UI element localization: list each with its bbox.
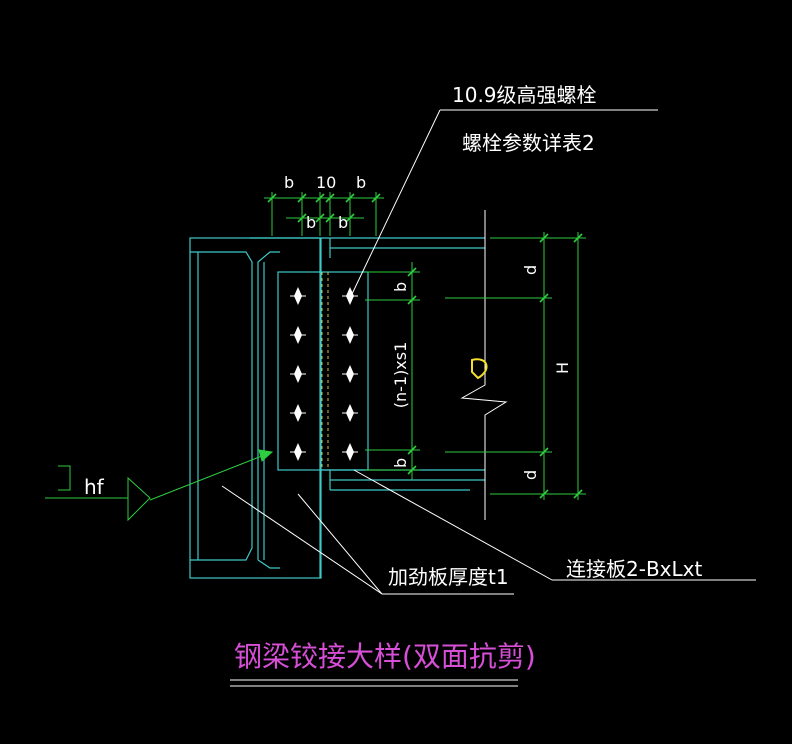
dim-b-left: b — [284, 173, 294, 192]
drawing-title: 钢梁铰接大样(双面抗剪) — [234, 640, 536, 673]
web-centerline — [321, 272, 329, 470]
bolt-table-label: 螺栓参数详表2 — [462, 131, 595, 155]
bolt — [290, 326, 306, 344]
dim-b-right: b — [356, 173, 366, 192]
bolt — [290, 404, 306, 422]
bolt — [290, 365, 306, 383]
bolt-group — [290, 287, 358, 461]
leader-lines — [221, 109, 756, 687]
bolt — [342, 443, 358, 461]
weld-size-label: hf — [84, 475, 105, 499]
bolt — [342, 326, 358, 344]
dim-d-top: d — [521, 265, 540, 275]
dim-b-inner-left: b — [306, 213, 316, 232]
dim-H: H — [553, 362, 572, 374]
dim-d-bottom: d — [521, 470, 540, 480]
dim-b-top-vertical: b — [391, 282, 410, 292]
column-section — [189, 237, 322, 579]
dimension-lines — [45, 192, 586, 522]
stiffener-label: 加劲板厚度t1 — [388, 565, 509, 589]
beam-and-plates — [250, 237, 485, 578]
plate-label: 连接板2-BxLxt — [566, 557, 702, 581]
bolt-grade-label: 10.9级高强螺栓 — [452, 83, 597, 107]
bolt — [290, 443, 306, 461]
bolt — [342, 365, 358, 383]
bolt — [342, 287, 358, 305]
dim-gap: 10 — [316, 173, 336, 192]
bolt — [290, 287, 306, 305]
bolt — [342, 404, 358, 422]
dim-spacing: (n-1)xs1 — [391, 342, 410, 409]
dim-b-bottom-vertical: b — [391, 458, 410, 468]
break-line — [460, 210, 508, 520]
dim-b-inner-right: b — [338, 213, 348, 232]
hand-marker — [471, 358, 488, 380]
